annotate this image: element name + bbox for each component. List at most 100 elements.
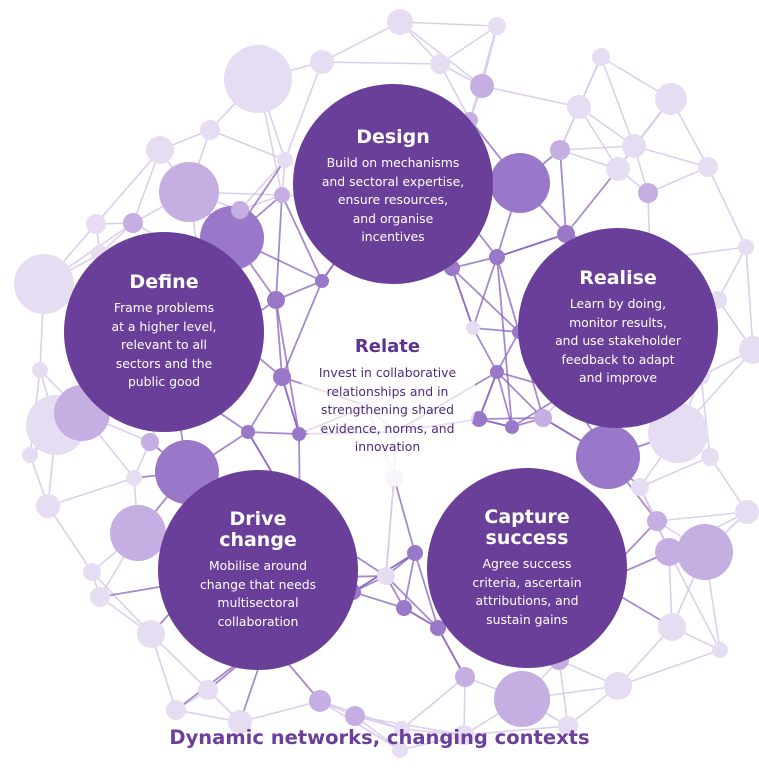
network-link <box>401 676 466 730</box>
network-node <box>315 274 329 288</box>
network-node <box>550 140 570 160</box>
stage-drive-change-text: Mobilise around change that needs multis… <box>199 558 317 629</box>
network-link <box>668 551 721 651</box>
network-node <box>159 162 219 222</box>
network-link <box>565 168 619 235</box>
network-link <box>439 63 471 121</box>
network-link <box>321 21 401 63</box>
network-link <box>91 571 152 635</box>
network-link <box>481 85 580 108</box>
network-node <box>454 725 474 745</box>
network-node <box>567 95 591 119</box>
stage-define-title: Define <box>129 271 199 294</box>
network-link <box>399 21 498 27</box>
network-link <box>496 371 544 419</box>
network-node <box>377 567 395 585</box>
network-link <box>656 511 748 522</box>
network-node <box>141 433 159 451</box>
network-link <box>559 145 635 151</box>
network-node <box>22 447 38 463</box>
network-link <box>239 700 321 723</box>
network-link <box>469 25 498 121</box>
network-node <box>430 54 450 74</box>
network-link <box>354 715 465 736</box>
network-node <box>110 505 166 561</box>
network-link <box>559 149 567 235</box>
stage-design: Design Build on mechanisms and sectoral … <box>293 84 493 284</box>
network-node <box>310 50 334 74</box>
stage-define-text: Frame problems at a higher level, releva… <box>111 300 217 390</box>
center-halo <box>300 310 476 486</box>
network-link <box>478 371 498 420</box>
network-node <box>606 157 630 181</box>
stage-capture-success-title: Capture success <box>484 506 570 549</box>
network-node <box>231 201 249 219</box>
network-link <box>284 61 323 161</box>
network-node <box>292 427 306 441</box>
network-link <box>95 149 161 225</box>
network-node <box>86 214 106 234</box>
network-node <box>126 470 142 486</box>
network-node <box>739 336 759 364</box>
network-node <box>592 48 610 66</box>
network-link <box>281 280 323 378</box>
network-node <box>200 120 220 140</box>
network-link <box>463 725 569 736</box>
network-link <box>47 477 135 507</box>
network-node <box>345 706 365 726</box>
stage-drive-change-title: Drive change <box>219 508 297 551</box>
network-link <box>472 327 520 333</box>
network-node <box>647 511 667 531</box>
network-link <box>281 376 300 435</box>
network-node <box>505 420 519 434</box>
network-node <box>655 538 683 566</box>
network-node <box>604 672 632 700</box>
diagram-caption: Dynamic networks, changing contexts <box>169 726 590 749</box>
network-node <box>655 83 687 115</box>
network-node <box>534 409 552 427</box>
network-link <box>209 129 286 161</box>
network-nodes <box>14 9 759 758</box>
network-node <box>274 187 290 203</box>
center-relate: Relate Invest in collaborative relations… <box>305 336 470 457</box>
network-link <box>321 61 441 65</box>
network-node <box>488 17 506 35</box>
network-node <box>267 291 285 309</box>
center-relate-text: Invest in collaborative relationships an… <box>318 365 457 454</box>
network-node <box>309 690 331 712</box>
network-node <box>123 213 143 233</box>
network-link <box>617 649 721 687</box>
network-node <box>396 600 412 616</box>
network-link <box>558 659 569 727</box>
network-link <box>247 431 300 435</box>
network-node <box>735 500 759 524</box>
network-node <box>558 716 578 736</box>
network-link <box>496 256 520 333</box>
network-link <box>385 575 439 629</box>
network-node <box>430 620 446 636</box>
network-link <box>399 21 483 87</box>
network-link <box>47 505 93 573</box>
network-link <box>281 194 323 282</box>
network-link <box>578 106 619 170</box>
network-node <box>228 710 252 734</box>
network-node <box>146 136 174 164</box>
network-link <box>319 700 401 751</box>
network-node <box>698 157 718 177</box>
network-node <box>638 183 658 203</box>
network-link <box>451 267 520 333</box>
network-node <box>490 365 504 379</box>
network-node <box>166 700 186 720</box>
network-link <box>239 159 286 211</box>
stage-realise-text: Learn by doing, monitor results, and use… <box>555 296 681 386</box>
network-link <box>352 591 405 609</box>
stage-define: Define Frame problems at a higher level,… <box>64 232 264 432</box>
network-link <box>496 331 520 373</box>
network-link <box>275 194 283 301</box>
network-node <box>224 45 292 113</box>
network-link <box>639 456 711 488</box>
stage-design-text: Build on mechanisms and sectoral experti… <box>321 155 465 245</box>
network-node <box>392 742 408 758</box>
